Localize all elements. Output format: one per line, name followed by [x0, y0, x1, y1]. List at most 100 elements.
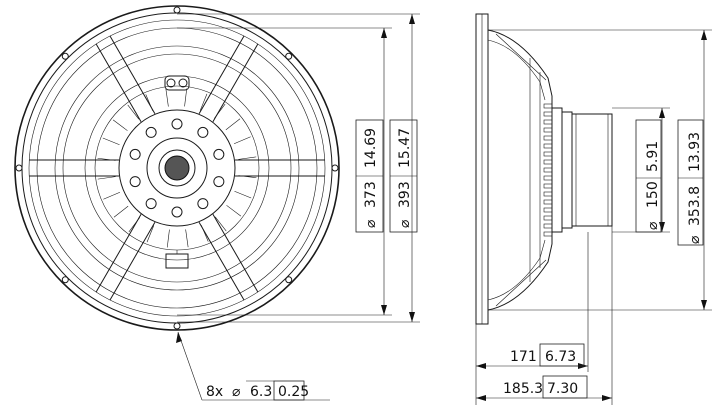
side-slat: [543, 143, 553, 149]
dia-inner-symbol: ⌀: [363, 219, 379, 228]
magnet-body: [561, 111, 573, 229]
bolt-hole: [171, 206, 183, 218]
bolt-hole: [213, 148, 225, 160]
side-slat: [543, 191, 553, 197]
vent-slit: [166, 229, 170, 248]
bolt-hole: [129, 176, 141, 188]
magnet-cap: [571, 113, 613, 227]
vent-slit: [199, 93, 208, 111]
body-in: 13.93: [687, 132, 703, 172]
depth-in: 6.73: [545, 349, 576, 365]
vent-slit: [128, 217, 140, 233]
vent-slit: [238, 175, 257, 179]
side-dimension-lines: [488, 29, 712, 311]
vent-slit: [184, 88, 188, 107]
dia-outer-in: 15.47: [397, 128, 413, 168]
vent-slit: [226, 205, 242, 217]
vent-slit: [233, 136, 251, 145]
spoke-5: [109, 35, 156, 115]
spoke-3: [95, 213, 142, 293]
magnet-plate: [551, 107, 563, 233]
side-slat: [543, 183, 553, 189]
dia-inner-mm: 373: [363, 181, 379, 208]
frame-ring-3: [28, 19, 326, 317]
depth-dimension-lines: [475, 226, 613, 405]
bolt-hole: [129, 148, 141, 160]
body-mm: 353.8: [687, 186, 703, 226]
vent-slit: [214, 216, 227, 232]
vent-slit: [225, 118, 241, 131]
bolt-hole: [145, 198, 157, 210]
hole-callout: [176, 331, 330, 401]
total-in: 7.30: [547, 381, 578, 397]
side-view: [475, 13, 613, 325]
bolt-hole: [197, 198, 209, 210]
front-view: [14, 5, 340, 331]
mount-hole: [331, 164, 339, 172]
body-dia-symbol: ⌀: [687, 235, 703, 244]
hole-mm: 6.3: [250, 384, 272, 400]
side-slat: [543, 215, 553, 221]
spoke-2: [212, 213, 259, 293]
vent-slit: [165, 88, 169, 107]
side-slat: [543, 119, 553, 125]
vent-slit: [145, 94, 154, 112]
dust-cap: [164, 155, 190, 181]
vent-slit: [102, 137, 120, 146]
bolt-hole: [145, 126, 157, 138]
hole-dia-symbol: ⌀: [232, 384, 241, 400]
bolt-hole: [171, 118, 183, 130]
mount-hole: [173, 6, 181, 14]
front-dimension-lines: [177, 13, 420, 323]
mount-hole: [285, 276, 293, 284]
mount-hole: [61, 52, 69, 60]
vent-slit: [97, 157, 116, 161]
dia-outer-mm: 393: [397, 181, 413, 208]
side-slat: [543, 127, 553, 133]
terminal-bottom: [165, 250, 189, 269]
side-slats: [543, 103, 553, 237]
side-slat: [543, 207, 553, 213]
dia-inner-in: 14.69: [363, 128, 379, 168]
vent-slit: [127, 104, 140, 120]
bolt-hole: [197, 126, 209, 138]
magnet-in: 5.91: [645, 141, 661, 172]
spoke-2: [198, 221, 245, 301]
mount-hole: [61, 276, 69, 284]
cone-ring-1: [54, 45, 300, 291]
frame-outer-ring: [14, 5, 340, 331]
spoke-0: [212, 43, 259, 123]
vent-slit: [200, 224, 209, 242]
bolt-hole: [213, 176, 225, 188]
hole-in: 0.25: [278, 384, 309, 400]
side-slat: [543, 223, 553, 229]
magnet-mm: 150: [645, 181, 661, 208]
mount-hole: [15, 164, 23, 172]
side-slat: [543, 167, 553, 173]
side-slat: [543, 159, 553, 165]
spoke-5: [95, 43, 142, 123]
vent-slit: [185, 229, 189, 248]
vent-slit: [238, 156, 257, 160]
vent-slit: [112, 119, 128, 131]
side-slat: [543, 151, 553, 157]
vent-slit: [113, 205, 129, 218]
depth-mm: 171: [510, 349, 537, 365]
mounting-holes: [15, 6, 339, 330]
dia-outer-symbol: ⌀: [397, 219, 413, 228]
vent-slit: [103, 191, 121, 200]
spoke-3: [109, 221, 156, 301]
plate-ring: [118, 109, 236, 227]
hub-ring: [146, 137, 208, 199]
total-mm: 185.3: [503, 381, 543, 397]
holes-count: 8x: [206, 384, 223, 400]
cone-ring-2: [62, 53, 292, 283]
side-slat: [543, 135, 553, 141]
side-basket: [487, 29, 553, 311]
terminal-top: [164, 75, 190, 91]
vent-slit: [146, 225, 155, 243]
vent-slit: [234, 190, 252, 199]
pole-ring: [158, 149, 196, 187]
side-slat: [543, 231, 553, 237]
